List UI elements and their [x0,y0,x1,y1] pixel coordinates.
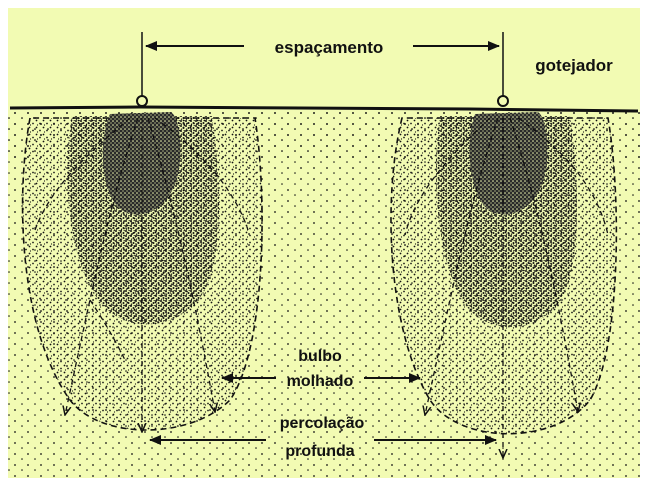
wet-bulb-label-line1: bulbo [298,348,342,365]
deep-percolation-label-line2: profunda [285,443,354,460]
left-emitter-icon [137,96,147,106]
emitter-label: gotejador [535,56,613,75]
spacing-label: espaçamento [275,38,384,57]
deep-percolation-label-line1: percolação [280,415,365,432]
right-emitter-icon [498,96,508,106]
wet-bulb-label-line2: molhado [287,373,354,390]
